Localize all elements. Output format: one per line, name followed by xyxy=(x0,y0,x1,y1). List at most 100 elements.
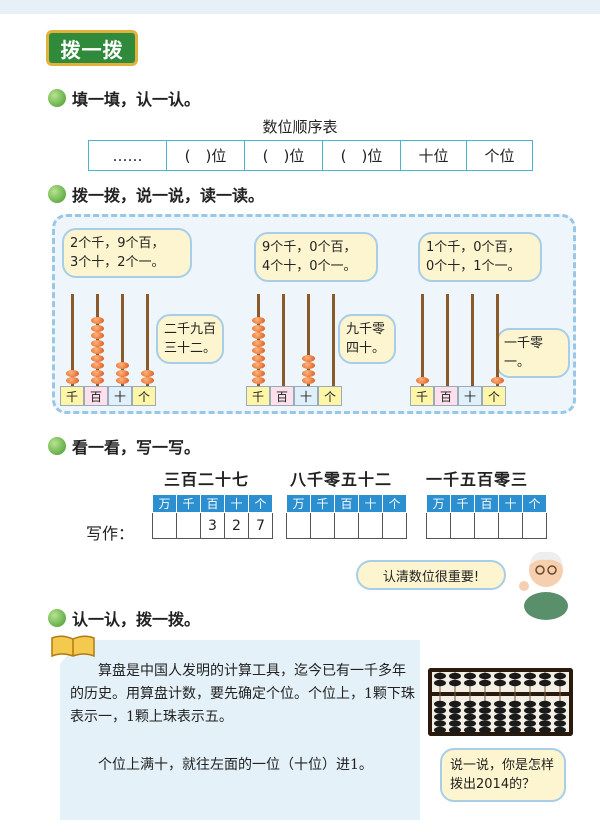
abacus-rod xyxy=(307,294,310,386)
grid-cell[interactable] xyxy=(498,512,523,539)
suanpan-upper-bead xyxy=(539,679,551,687)
order-cell: 十位 xyxy=(400,140,467,171)
abacus-panel: 9个千，0个百， 4个十，0个一。 九千零 四十。 千 百 十 个 xyxy=(246,228,404,408)
number-words: 一千五百零三 xyxy=(426,470,529,489)
count-bubble: 9个千，0个百， 4个十，0个一。 xyxy=(254,232,378,282)
grid-cell[interactable] xyxy=(310,512,335,539)
order-cell-blank[interactable]: ( )位 xyxy=(322,140,401,171)
grid-cell[interactable] xyxy=(522,512,547,539)
count-bubble: 1个千，0个百， 0个十，1个一。 xyxy=(418,232,542,282)
place-value-grid: 万 千 百 十 个 xyxy=(286,494,407,539)
abacus-rod xyxy=(496,294,499,386)
suanpan-upper-bead xyxy=(554,672,566,680)
grid-header: 万 xyxy=(152,494,177,513)
place-labels: 千 百 十 个 xyxy=(60,386,156,406)
abacus-bead xyxy=(141,377,154,384)
place-value-grid: 万 千 百 十 个 xyxy=(426,494,547,539)
grid-cell[interactable] xyxy=(286,512,311,539)
suanpan-lower-bead xyxy=(509,707,521,714)
order-cell-blank[interactable]: ( )位 xyxy=(244,140,323,171)
top-strip xyxy=(0,0,600,14)
grid-cell[interactable] xyxy=(426,512,451,539)
abacus-rod xyxy=(421,294,424,386)
label-thousands: 千 xyxy=(410,386,434,406)
suanpan-upper-bead xyxy=(524,672,536,680)
place-value-grid: 万 千 百 十 个 3 2 7 xyxy=(152,494,273,539)
grid-header: 千 xyxy=(310,494,335,513)
grid-cell[interactable] xyxy=(450,512,475,539)
suanpan-upper-bead xyxy=(509,679,521,687)
grid-header: 百 xyxy=(474,494,499,513)
abacus-panel: 1个千，0个百， 0个十，1个一。 一千零一。 千 百 十 个 xyxy=(410,228,570,408)
suanpan-lower-bead xyxy=(554,700,566,708)
abacus-bead xyxy=(252,354,265,362)
abacus-bead xyxy=(302,362,315,369)
suanpan-lower-bead xyxy=(434,700,446,708)
grid-cell[interactable] xyxy=(358,512,383,539)
abacus-bead xyxy=(91,377,104,384)
suanpan-upper-bead xyxy=(524,679,536,687)
suanpan-lower-bead xyxy=(539,720,551,727)
suanpan-abacus-illustration xyxy=(428,668,573,736)
suanpan-lower-bead xyxy=(449,720,461,727)
grid-cell[interactable] xyxy=(334,512,359,539)
label-ones: 个 xyxy=(482,386,506,406)
suanpan-lower-bead xyxy=(539,713,551,721)
grid-cell[interactable] xyxy=(152,512,177,539)
abacus-bead xyxy=(252,317,265,324)
section-look-heading: 看一看，写一写。 xyxy=(48,434,200,458)
suanpan-upper-bead xyxy=(434,679,446,687)
abacus-bead xyxy=(91,339,104,347)
abacus-bead xyxy=(252,347,265,354)
grid-header: 千 xyxy=(176,494,201,513)
suanpan-lower-bead xyxy=(554,713,566,721)
grid-cell[interactable] xyxy=(474,512,499,539)
abacus-bead xyxy=(302,369,315,377)
grid-cell[interactable]: 2 xyxy=(224,512,249,539)
abacus-bead xyxy=(91,332,104,339)
abacus-bead xyxy=(91,362,104,369)
abacus-bead xyxy=(66,369,79,377)
suanpan-lower-bead xyxy=(479,720,491,727)
old-teacher-illustration xyxy=(519,551,568,620)
grid-cell[interactable]: 7 xyxy=(248,512,273,539)
write-label: 写作： xyxy=(86,524,135,543)
abacus-bead xyxy=(252,324,265,332)
abacus-rod xyxy=(282,294,285,386)
grid-cell[interactable] xyxy=(382,512,407,539)
suanpan-upper-bead xyxy=(494,679,506,687)
order-cell: 个位 xyxy=(466,140,533,171)
suanpan-lower-bead xyxy=(464,713,476,721)
abacus-bead xyxy=(66,377,79,384)
tip-bubble: 认清数位很重要! xyxy=(356,560,506,590)
grid-header: 万 xyxy=(426,494,451,513)
abacus-bead xyxy=(141,369,154,377)
suanpan-upper-bead xyxy=(434,672,446,680)
grid-header: 千 xyxy=(450,494,475,513)
suanpan-upper-bead xyxy=(449,672,461,680)
suanpan-lower-bead xyxy=(449,726,461,734)
suanpan-upper-bead xyxy=(539,672,551,680)
abacus-bead xyxy=(116,377,129,384)
suanpan-upper-bead xyxy=(464,679,476,687)
section-fill-label: 填一填，认一认。 xyxy=(72,90,201,109)
suanpan-lower-bead xyxy=(539,726,551,734)
place-order-table: …… ( )位 ( )位 ( )位 十位 个位 xyxy=(88,140,533,171)
abacus-bead xyxy=(252,332,265,339)
suanpan-upper-bead xyxy=(449,679,461,687)
section-look-label: 看一看，写一写。 xyxy=(72,438,201,457)
grid-header: 个 xyxy=(248,494,273,513)
suanpan-lower-bead xyxy=(524,713,536,721)
abacus-bead xyxy=(302,354,315,362)
grid-cell[interactable]: 3 xyxy=(200,512,225,539)
suanpan-lower-bead xyxy=(434,720,446,727)
abacus-rod xyxy=(146,294,149,386)
suanpan-lower-bead xyxy=(479,713,491,721)
suanpan-lower-bead xyxy=(524,720,536,727)
grid-cell[interactable] xyxy=(176,512,201,539)
suanpan-lower-bead xyxy=(539,700,551,708)
abacus-panel: 2个千，9个百， 3个十，2个一。 二千九百 三十二。 千 百 十 个 xyxy=(60,228,224,408)
abacus-bead xyxy=(116,362,129,369)
green-bullet-icon xyxy=(48,185,66,203)
order-cell-blank[interactable]: ( )位 xyxy=(166,140,245,171)
